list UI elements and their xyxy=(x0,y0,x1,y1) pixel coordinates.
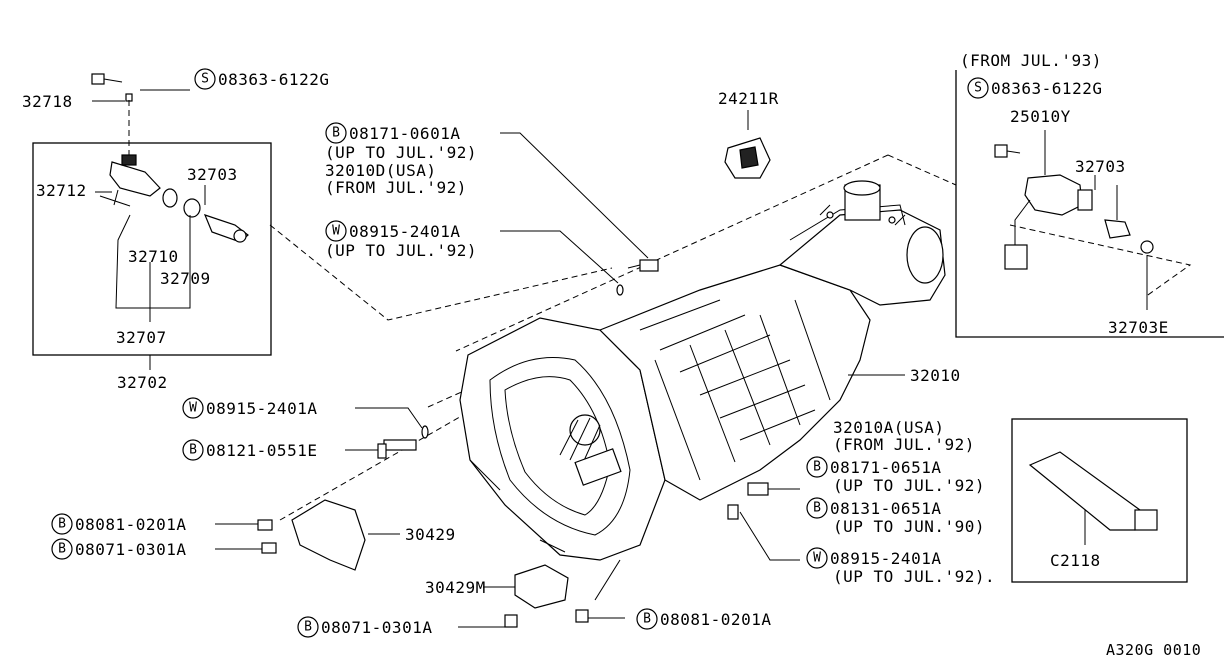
note-up-to-jul-92-low: (UP TO JUL.'92). xyxy=(833,567,995,586)
label-32718: 32718 xyxy=(22,92,73,111)
label-08915-2401a-mid: 08915-2401A xyxy=(206,399,317,418)
label-08081-0201a-left: 08081-0201A xyxy=(75,515,186,534)
symbol-letter: B xyxy=(813,460,821,475)
label-30429m: 30429M xyxy=(425,578,486,597)
label-24211r: 24211R xyxy=(718,89,779,108)
note-from-jul-92-right: (FROM JUL.'92) xyxy=(833,435,975,454)
symbol-letter: B xyxy=(813,501,821,516)
note-from-jul-92: (FROM JUL.'92) xyxy=(325,178,467,197)
w-symbol-icon: W xyxy=(325,220,347,242)
symbol-letter: B xyxy=(189,443,197,458)
symbol-letter: S xyxy=(974,81,982,96)
label-32712: 32712 xyxy=(36,181,87,200)
s-symbol-icon: S xyxy=(967,77,989,99)
label-32010a-usa: 32010A(USA) xyxy=(833,418,944,437)
label-c2118: C2118 xyxy=(1050,551,1101,570)
b-symbol-icon: B xyxy=(636,608,658,630)
symbol-letter: B xyxy=(58,517,66,532)
label-08171-0651a: 08171-0651A xyxy=(830,458,941,477)
symbol-letter: B xyxy=(643,612,651,627)
b-symbol-icon: B xyxy=(806,497,828,519)
symbol-letter: B xyxy=(304,620,312,635)
symbol-letter: B xyxy=(332,126,340,141)
s-symbol-icon: S xyxy=(194,68,216,90)
b-symbol-icon: B xyxy=(325,122,347,144)
label-08363-6122g-top: 08363-6122G xyxy=(218,70,329,89)
b-symbol-icon: B xyxy=(297,616,319,638)
b-symbol-icon: B xyxy=(182,439,204,461)
label-08121-0551e: 08121-0551E xyxy=(206,441,317,460)
w-symbol-icon: W xyxy=(806,547,828,569)
label-32010: 32010 xyxy=(910,366,961,385)
note-up-to-jul-92-right: (UP TO JUL.'92) xyxy=(833,476,985,495)
label-32707: 32707 xyxy=(116,328,167,347)
label-32710: 32710 xyxy=(128,247,179,266)
revision-inset-frame xyxy=(955,70,1224,338)
label-08131-0651a: 08131-0651A xyxy=(830,499,941,518)
symbol-letter: S xyxy=(201,72,209,87)
note-up-to-jun-90: (UP TO JUN.'90) xyxy=(833,517,985,536)
label-08081-0201a-bottom: 08081-0201A xyxy=(660,610,771,629)
symbol-letter: W xyxy=(189,401,197,416)
label-08363-6122g-inset: 08363-6122G xyxy=(991,79,1102,98)
b-symbol-icon: B xyxy=(51,513,73,535)
label-32703-right: 32703 xyxy=(1075,157,1126,176)
hardware-parts xyxy=(91,73,1158,628)
b-symbol-icon: B xyxy=(51,538,73,560)
w-symbol-icon: W xyxy=(182,397,204,419)
label-32709: 32709 xyxy=(160,269,211,288)
label-08071-0301a-bottom: 08071-0301A xyxy=(321,618,432,637)
callout-labels: S 08363-6122G 32718 32712 32703 32710 32… xyxy=(22,51,1201,659)
note-32010d-usa: 32010D(USA) xyxy=(325,161,436,180)
label-25010y: 25010Y xyxy=(1010,107,1071,126)
label-08171-0601a: 08171-0601A xyxy=(349,124,460,143)
note-up-to-jul-92-upper: (UP TO JUL.'92) xyxy=(325,241,477,260)
label-08071-0301a-left: 08071-0301A xyxy=(75,540,186,559)
label-30429: 30429 xyxy=(405,525,456,544)
symbol-letter: W xyxy=(813,551,821,566)
note-up-to-jul-92: (UP TO JUL.'92) xyxy=(325,143,477,162)
b-symbol-icon: B xyxy=(806,456,828,478)
label-32703e: 32703E xyxy=(1108,318,1169,337)
label-32702: 32702 xyxy=(117,373,168,392)
speedometer-detail-box xyxy=(32,142,272,356)
label-32703-left: 32703 xyxy=(187,165,238,184)
sealant-detail-box xyxy=(1011,418,1188,583)
symbol-letter: W xyxy=(332,224,340,239)
inset-note-from-jul-93: (FROM JUL.'93) xyxy=(960,51,1102,70)
diagram-code: A320G 0010 xyxy=(1106,641,1201,659)
symbol-letter: B xyxy=(58,542,66,557)
transmission-assembly xyxy=(269,154,1192,561)
label-08915-2401a-low: 08915-2401A xyxy=(830,549,941,568)
label-08915-2401a-upper: 08915-2401A xyxy=(349,222,460,241)
